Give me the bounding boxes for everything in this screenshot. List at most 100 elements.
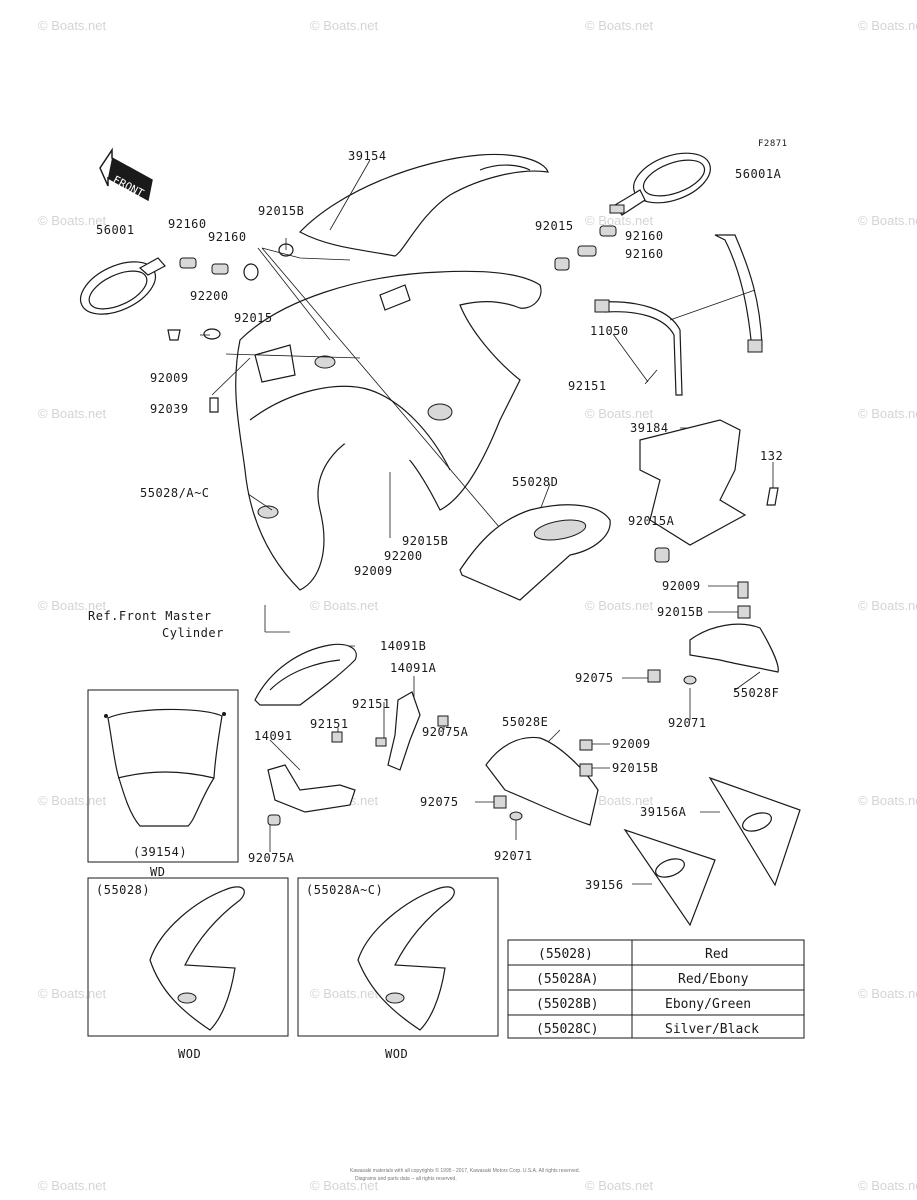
callout-92071-right: 92071 <box>668 716 707 730</box>
watermark: © Boats.net <box>310 18 379 33</box>
footer-line-1: Kawasaki materials with all copyrights ©… <box>350 1167 580 1174</box>
watermark: © Boats.net <box>585 406 654 421</box>
callout-11050: 11050 <box>590 324 629 338</box>
callout-92039: 92039 <box>150 402 189 416</box>
callout-92009-low: 92009 <box>612 737 651 751</box>
watermark: © Boats.net <box>585 598 654 613</box>
watermark: © Boats.net <box>858 213 917 228</box>
callout-39156a: 39156A <box>640 805 687 819</box>
bracket-39184-part <box>639 419 779 563</box>
wd-ref: (39154) <box>133 845 187 859</box>
watermark: © Boats.net <box>38 406 107 421</box>
callout-ref-line1: Ref.Front Master <box>88 609 212 623</box>
watermark: © Boats.net <box>310 598 379 613</box>
callout-92160-r2: 92160 <box>625 247 664 261</box>
callout-92015-top: 92015 <box>535 219 574 233</box>
footer-line-2: Diagrams and parts data -- all rights re… <box>355 1176 457 1182</box>
watermark: © Boats.net <box>585 213 654 228</box>
callout-92009-mid: 92009 <box>354 564 393 578</box>
callout-39184: 39184 <box>630 421 669 435</box>
watermark: © Boats.net <box>38 1178 107 1193</box>
wod-inset-1: (55028) WOD <box>87 877 289 1061</box>
color-table: (55028) Red (55028A) Red/Ebony (55028B) … <box>507 939 805 1039</box>
wod1-label: WOD <box>178 1047 201 1061</box>
bracket-11050-part <box>594 234 763 396</box>
callout-56001: 56001 <box>96 223 135 237</box>
callout-92075a-mid: 92075A <box>422 725 469 739</box>
callout-55028d: 55028D <box>512 475 558 489</box>
wod1-ref: (55028) <box>96 883 150 897</box>
callout-92009-left: 92009 <box>150 371 189 385</box>
callout-92015a: 92015A <box>628 514 675 528</box>
table-cell-color: Red/Ebony <box>678 972 749 987</box>
watermark: © Boats.net <box>585 793 654 808</box>
callout-92160-b: 92160 <box>208 230 247 244</box>
callout-55028f: 55028F <box>733 686 779 700</box>
callout-92151-mid: 92151 <box>352 697 391 711</box>
heat-pad-39156-part <box>623 828 716 927</box>
watermark: © Boats.net <box>38 793 107 808</box>
watermark: © Boats.net <box>38 598 107 613</box>
wod2-ref: (55028A~C) <box>306 883 383 897</box>
watermark: © Boats.net <box>858 793 917 808</box>
callout-92200-mid: 92200 <box>384 549 423 563</box>
callout-92151-right: 92151 <box>568 379 607 393</box>
callout-55028-a-c: 55028/A~C <box>140 486 210 500</box>
callout-92151-low: 92151 <box>310 717 349 731</box>
front-arrow-icon: FRONT <box>99 147 153 202</box>
callout-92009-right: 92009 <box>662 579 701 593</box>
figure-code: F2871 <box>758 139 788 149</box>
side-panel-55028f-part <box>647 581 779 685</box>
callout-14091a: 14091A <box>390 661 437 675</box>
watermark: © Boats.net <box>858 598 917 613</box>
bracket-14091-part <box>267 731 356 826</box>
table-cell-color: Silver/Black <box>665 1022 759 1037</box>
table-cell-part: (55028) <box>538 947 593 962</box>
table-cell-color: Red <box>705 947 728 962</box>
wd-inset: (39154) WD <box>87 689 239 879</box>
callout-14091b: 14091B <box>380 639 426 653</box>
callout-92075a-low: 92075A <box>248 851 295 865</box>
inner-panel-14091b-part <box>254 643 357 706</box>
watermark: © Boats.net <box>585 18 654 33</box>
callout-39156: 39156 <box>585 878 624 892</box>
watermark: © Boats.net <box>858 18 917 33</box>
watermark: © Boats.net <box>310 1178 379 1193</box>
mirror-left-part <box>79 257 166 315</box>
watermark: © Boats.net <box>38 986 107 1001</box>
callout-55028e: 55028E <box>502 715 548 729</box>
bracket-14091a-part <box>375 691 449 771</box>
callout-92075-right: 92075 <box>575 671 614 685</box>
watermark: © Boats.net <box>858 986 917 1001</box>
table-cell-part: (55028C) <box>536 1022 599 1037</box>
callout-92075-low: 92075 <box>420 795 459 809</box>
callout-56001a: 56001A <box>735 167 782 181</box>
watermark: © Boats.net <box>585 1178 654 1193</box>
callout-92015b-right: 92015B <box>657 605 703 619</box>
watermark: © Boats.net <box>38 18 107 33</box>
watermark: © Boats.net <box>310 986 379 1001</box>
callout-92200-top: 92200 <box>190 289 229 303</box>
table-cell-part: (55028B) <box>536 997 599 1012</box>
watermark: © Boats.net <box>38 213 107 228</box>
side-panel-55028e-part <box>485 736 599 826</box>
callout-92015b-top: 92015B <box>258 204 304 218</box>
callouts: 39154 56001A 56001 92160 92160 92015B 92… <box>88 149 783 892</box>
callout-92015b-low: 92015B <box>612 761 658 775</box>
wd-label: WD <box>150 865 165 879</box>
wod2-label: WOD <box>385 1047 408 1061</box>
callout-132: 132 <box>760 449 783 463</box>
heat-pad-39156a-part <box>708 776 801 887</box>
callout-39154: 39154 <box>348 149 387 163</box>
callout-92160-r1: 92160 <box>625 229 664 243</box>
callout-92015-left: 92015 <box>234 311 273 325</box>
callout-92071-low: 92071 <box>494 849 533 863</box>
callout-14091: 14091 <box>254 729 293 743</box>
wod-inset-2: (55028A~C) WOD <box>297 877 499 1061</box>
callout-ref-line2: Cylinder <box>162 626 224 640</box>
windscreen-part <box>299 153 549 257</box>
watermark: © Boats.net <box>858 1178 917 1193</box>
upper-fairing-part <box>235 270 542 591</box>
callout-92160-a: 92160 <box>168 217 207 231</box>
